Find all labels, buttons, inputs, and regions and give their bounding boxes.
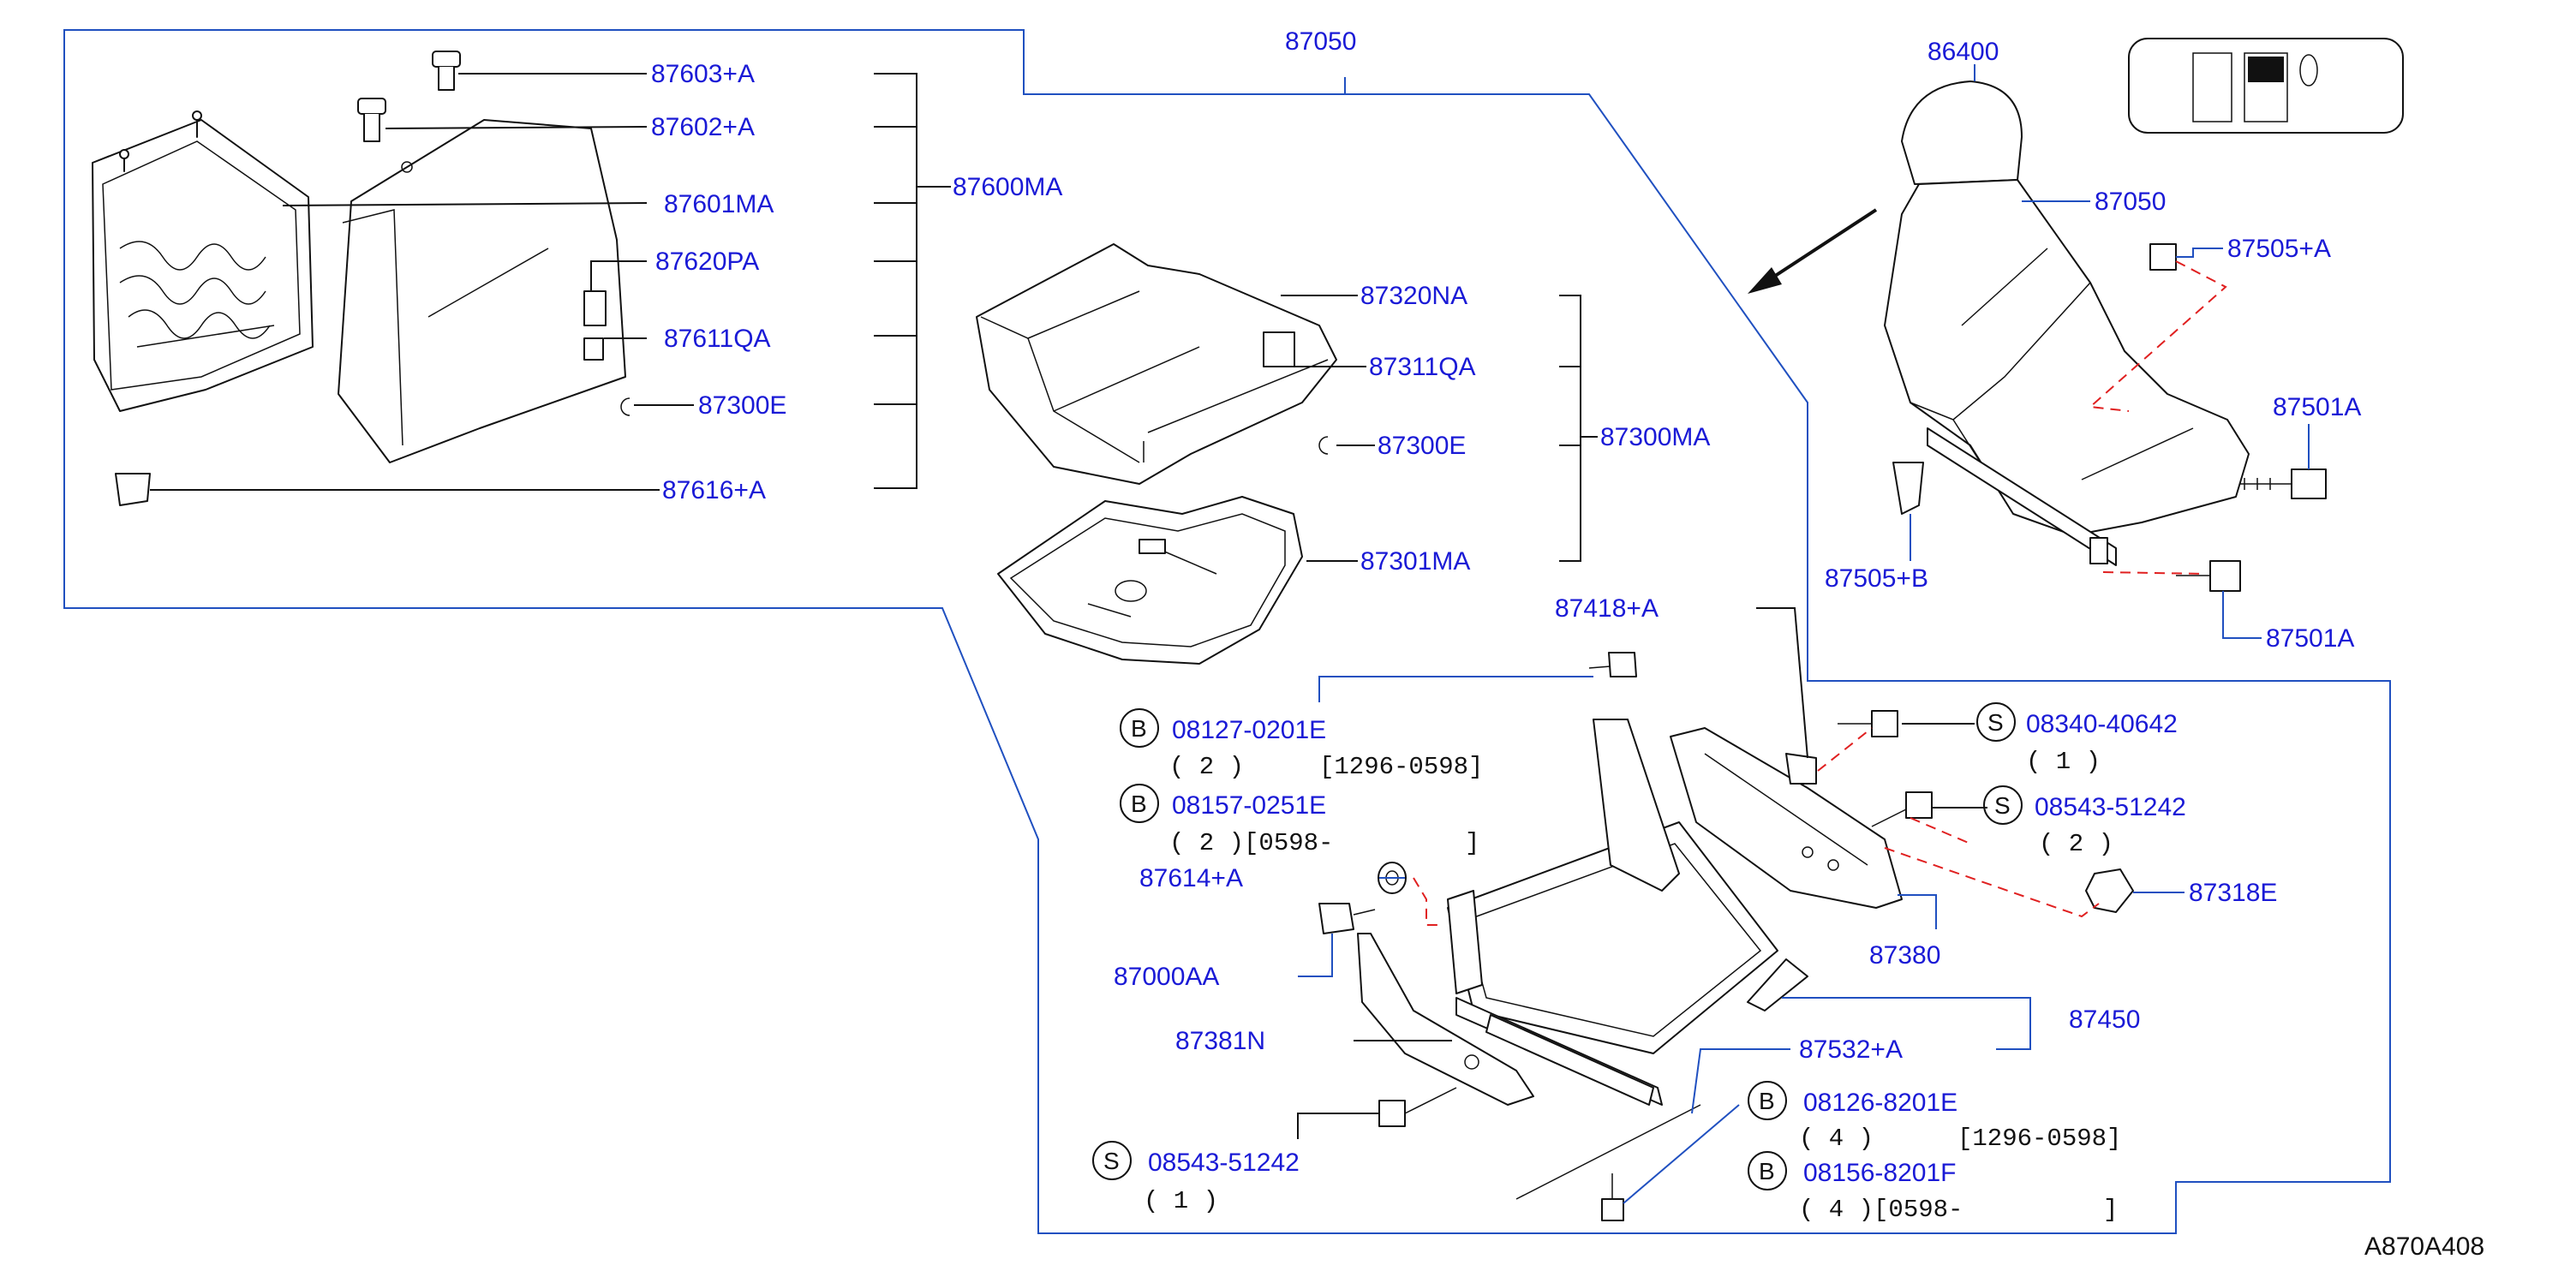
label-87300e-a: 87300E <box>698 391 786 420</box>
label-87616: 87616+A <box>662 476 766 504</box>
screw-08543-right <box>1871 791 1933 827</box>
label-87603: 87603+A <box>651 60 755 88</box>
label-87050-top: 87050 <box>1285 27 1356 56</box>
seat-adjuster-frame <box>1447 719 1903 1106</box>
seatback-cushion <box>338 119 626 463</box>
reference-code: A870A408 <box>2364 1232 2484 1261</box>
bolt-87000 <box>1318 903 1376 934</box>
label-87381: 87381N <box>1175 1027 1265 1055</box>
label-87532: 87532+A <box>1799 1035 1903 1064</box>
screw-08543-left <box>1378 1087 1457 1127</box>
label-08543-right: 08543-51242 <box>2035 793 2186 821</box>
clip-87300e-a <box>620 397 631 416</box>
marker-b-08156: B <box>1759 1158 1775 1184</box>
label-87300e-b: 87300E <box>1378 432 1466 460</box>
qty-08157: ( 2 )[0598- <box>1169 829 1333 857</box>
label-08156: 08156-8201F <box>1803 1159 1956 1187</box>
qty-08156: ( 4 )[0598- <box>1799 1196 1963 1224</box>
label-87505a: 87505+A <box>2227 235 2331 263</box>
seatback-frame <box>92 110 314 412</box>
label-87505b: 87505+B <box>1825 564 1928 593</box>
headrest-guide-87603 <box>432 51 461 91</box>
qty-08126: ( 4 ) <box>1799 1125 1874 1153</box>
date-08156-end: ] <box>2103 1196 2118 1224</box>
qty-08543-right: ( 2 ) <box>2039 830 2113 858</box>
qty-08127: ( 2 ) <box>1169 753 1244 781</box>
marker-s-08543-left: S <box>1103 1148 1120 1174</box>
qty-08340: ( 1 ) <box>2026 748 2101 776</box>
complete-seat-86400 <box>1884 81 2250 566</box>
date-08126: [1296-0598] <box>1957 1125 2121 1153</box>
bolt-08340 <box>1838 710 1898 737</box>
label-87301: 87301MA <box>1360 547 1470 576</box>
label-08126: 08126-8201E <box>1803 1089 1957 1117</box>
label-08543-left: 08543-51242 <box>1148 1149 1300 1177</box>
label-87620: 87620PA <box>655 248 759 276</box>
bolt-87418 <box>1588 652 1637 677</box>
label-87311: 87311QA <box>1369 353 1476 381</box>
date-08157-end: ] <box>1465 829 1479 857</box>
label-87611: 87611QA <box>664 325 771 353</box>
group-87050-boundary <box>63 29 2391 1234</box>
nut-87318 <box>2085 868 2134 913</box>
label-86400: 86400 <box>1928 38 1999 66</box>
headrest-guide-87602 <box>357 98 386 142</box>
marker-b-08127: B <box>1131 715 1147 742</box>
label-87318: 87318E <box>2189 879 2277 907</box>
bolt-08126 <box>1601 1173 1624 1221</box>
bolt-87501a-lower <box>2176 560 2241 592</box>
clip-87616 <box>115 473 151 506</box>
label-87380: 87380 <box>1869 941 1940 970</box>
label-87614: 87614+A <box>1139 864 1243 892</box>
label-87050-seat: 87050 <box>2095 188 2166 216</box>
cap-87380-cover <box>1785 753 1817 785</box>
marker-s-08340: S <box>1987 709 2004 736</box>
marker-s-08543-right: S <box>1994 792 2011 819</box>
qty-08543-left: ( 1 ) <box>1144 1187 1218 1215</box>
label-08157: 08157-0251E <box>1172 791 1326 820</box>
label-87000: 87000AA <box>1114 963 1219 991</box>
label-87602: 87602+A <box>651 113 755 141</box>
label-87450: 87450 <box>2069 1005 2140 1034</box>
label-08340: 08340-40642 <box>2026 710 2178 738</box>
label-87320: 87320NA <box>1360 282 1467 310</box>
seat-pan-87301 <box>997 496 1303 665</box>
label-87601: 87601MA <box>664 190 774 218</box>
marker-b-08126: B <box>1759 1088 1775 1114</box>
label-87300ma: 87300MA <box>1600 423 1710 451</box>
seat-cushion-87320 <box>976 243 1337 485</box>
label-87418: 87418+A <box>1555 594 1659 623</box>
bolt-87501a-upper <box>2240 468 2327 499</box>
label-08127: 08127-0201E <box>1172 716 1326 744</box>
arrow-head <box>1748 267 1782 294</box>
label-87501a-2: 87501A <box>2266 624 2354 653</box>
clip-87300e-b <box>1318 436 1329 455</box>
vehicle-location-icon <box>2128 38 2404 134</box>
label-87600: 87600MA <box>953 173 1062 201</box>
date-08127: [1296-0598] <box>1319 753 1483 781</box>
marker-b-08157: B <box>1131 791 1147 817</box>
lever-87381 <box>1357 933 1534 1106</box>
label-87501a-1: 87501A <box>2273 393 2361 421</box>
